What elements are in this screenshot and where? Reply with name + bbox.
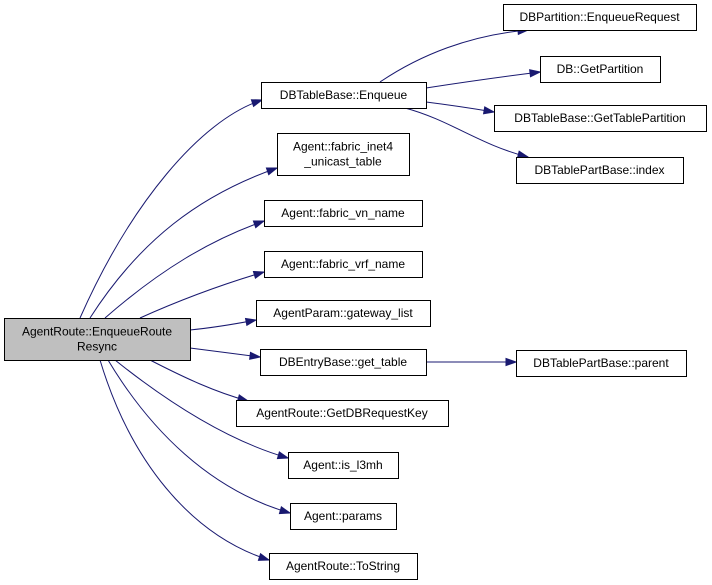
node-box[interactable] <box>264 200 423 227</box>
node-box[interactable] <box>288 452 399 479</box>
arrowhead-icon <box>516 150 530 159</box>
node-label: Resync <box>77 340 117 354</box>
node-agent-fabric-inet4[interactable]: Agent::fabric_inet4_unicast_table <box>277 133 410 176</box>
node-box[interactable] <box>236 400 449 427</box>
node-box[interactable] <box>264 251 423 278</box>
node-box[interactable] <box>516 350 687 377</box>
edge-root-to-agent_fabric_vrf_name <box>139 270 266 319</box>
node-dbtablepartbase-index[interactable]: DBTablePartBase::index <box>516 157 684 184</box>
node-label: AgentRoute::EnqueueRoute <box>22 325 172 339</box>
node-label: DBTablePartBase::index <box>534 163 664 177</box>
node-label: DBTableBase::Enqueue <box>280 88 408 102</box>
node-dbtablepartbase-parent[interactable]: DBTablePartBase::parent <box>516 350 687 377</box>
edge-line <box>107 359 291 514</box>
node-box[interactable] <box>494 105 707 132</box>
node-label: AgentRoute::ToString <box>286 559 400 573</box>
arrowhead-icon <box>505 357 518 367</box>
edge-root-to-agentroute_getdbrequestkey <box>149 359 250 403</box>
edge-line <box>404 107 529 158</box>
node-label: Agent::fabric_inet4 <box>293 140 393 154</box>
arrowhead-icon <box>482 106 496 115</box>
node-box[interactable] <box>261 82 427 109</box>
edge-dbtablebase_enqueue-to-db_getpartition <box>425 69 542 89</box>
node-dbtablebase-enqueue[interactable]: DBTableBase::Enqueue <box>261 82 427 109</box>
edge-root-to-dbtablebase_enqueue <box>79 99 264 319</box>
node-dbpartition-enqueuerequest[interactable]: DBPartition::EnqueueRequest <box>503 4 697 31</box>
node-agent-params[interactable]: Agent::params <box>290 503 397 530</box>
node-label: DB::GetPartition <box>557 62 644 76</box>
node-box[interactable] <box>260 349 427 376</box>
edge-dbtablebase_enqueue-to-dbtablebase_gettablepartition <box>425 101 496 115</box>
edge-root-to-agent_is_l3mh <box>114 359 290 460</box>
edge-line <box>149 359 249 402</box>
arrowhead-icon <box>252 220 266 229</box>
arrowhead-icon <box>244 317 258 327</box>
edge-root-to-agent_params <box>107 359 292 515</box>
node-agentroute-getdbrequestkey[interactable]: AgentRoute::GetDBRequestKey <box>236 400 449 427</box>
node-box[interactable] <box>277 133 410 176</box>
node-label: DBTablePartBase::parent <box>533 356 669 370</box>
node-label: _unicast_table <box>303 155 382 169</box>
arrowhead-icon <box>265 167 279 176</box>
edges-layer <box>79 26 542 561</box>
edge-line <box>79 99 263 319</box>
node-dbtablebase-gettablepartition[interactable]: DBTableBase::GetTablePartition <box>494 105 707 132</box>
node-agent-fabric-vrf-name[interactable]: Agent::fabric_vrf_name <box>264 251 423 278</box>
node-box[interactable] <box>269 553 418 580</box>
arrowhead-icon <box>250 99 264 108</box>
arrowhead-icon <box>257 552 271 561</box>
edge-root-to-agent_fabric_inet4 <box>89 167 279 319</box>
arrowhead-icon <box>252 270 266 280</box>
node-box[interactable] <box>503 4 697 31</box>
node-dbentrybase-get-table[interactable]: DBEntryBase::get_table <box>260 349 427 376</box>
arrowhead-icon <box>529 69 542 78</box>
edge-root-to-agent_fabric_vn_name <box>104 220 266 319</box>
edge-line <box>114 359 289 459</box>
node-label: Agent::fabric_vrf_name <box>281 257 405 271</box>
node-box[interactable] <box>516 157 684 184</box>
node-db-getpartition[interactable]: DB::GetPartition <box>540 56 661 83</box>
node-box[interactable] <box>290 503 397 530</box>
node-label: DBTableBase::GetTablePartition <box>514 111 685 125</box>
node-agentparam-gateway-list[interactable]: AgentParam::gateway_list <box>256 300 431 327</box>
edge-root-to-agentroute_tostring <box>99 359 271 561</box>
edge-root-to-agentparam_gateway_list <box>189 317 258 331</box>
edge-line <box>104 220 265 319</box>
node-label: AgentRoute::GetDBRequestKey <box>256 406 427 420</box>
node-agent-is-l3mh[interactable]: Agent::is_l3mh <box>288 452 399 479</box>
node-label: DBPartition::EnqueueRequest <box>519 10 680 24</box>
node-agent-fabric-vn-name[interactable]: Agent::fabric_vn_name <box>264 200 423 227</box>
edge-line <box>99 359 270 561</box>
edge-line <box>425 71 541 89</box>
edge-line <box>139 271 265 319</box>
node-label: AgentParam::gateway_list <box>273 306 413 320</box>
node-label: Agent::fabric_vn_name <box>281 206 405 220</box>
node-box[interactable] <box>4 318 191 361</box>
arrowhead-icon <box>249 351 262 360</box>
node-box[interactable] <box>540 56 661 83</box>
arrowhead-icon <box>278 506 292 515</box>
node-label: Agent::is_l3mh <box>303 458 382 472</box>
node-label: DBEntryBase::get_table <box>279 355 407 369</box>
edge-line <box>189 347 261 358</box>
edge-line <box>379 29 529 83</box>
edge-dbentrybase_get_table-to-dbtablepartbase_parent <box>425 357 518 367</box>
edge-dbtablebase_enqueue-to-dbpartition_enqueuerequest <box>379 26 530 83</box>
node-agentroute-tostring[interactable]: AgentRoute::ToString <box>269 553 418 580</box>
node-label: Agent::params <box>304 509 382 523</box>
edge-root-to-dbentrybase_get_table <box>189 347 262 360</box>
node-box[interactable] <box>256 300 431 327</box>
edge-line <box>89 167 278 319</box>
arrowhead-icon <box>276 451 290 460</box>
